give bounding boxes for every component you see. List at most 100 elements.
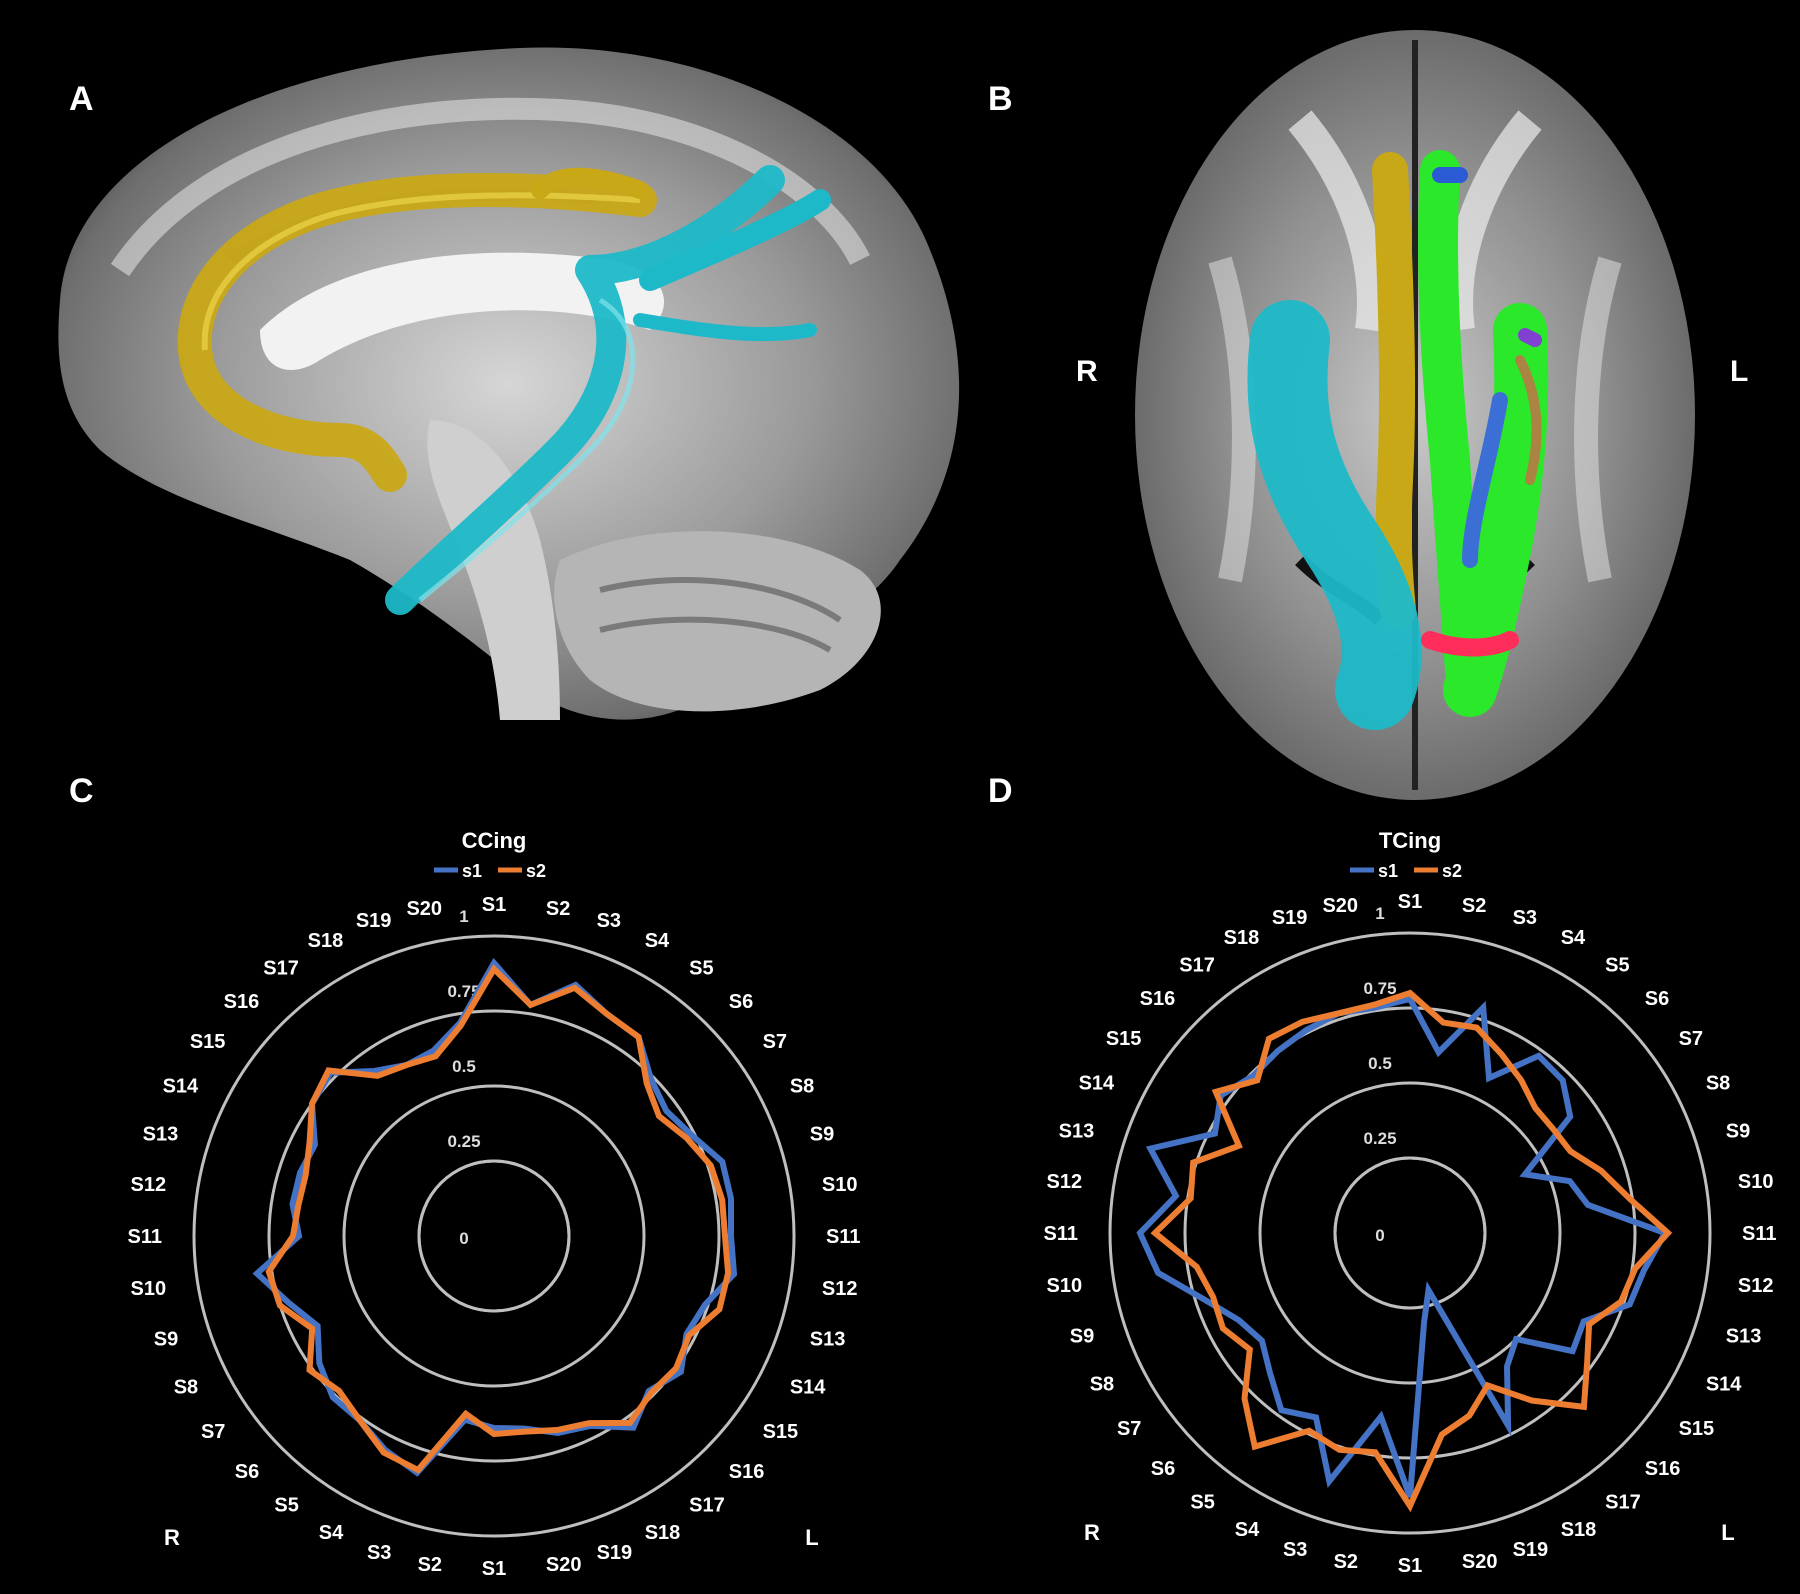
tcing-category-label: S5 bbox=[1190, 1492, 1214, 1514]
tcing-category-label: S18 bbox=[1561, 1519, 1597, 1541]
ccing-grid-ring bbox=[267, 1009, 721, 1463]
ccing-category-label: S18 bbox=[645, 1522, 681, 1544]
ccing-grid-ring bbox=[192, 934, 796, 1538]
tcing-grid-ring bbox=[1258, 1081, 1562, 1385]
tcing-category-label: S12 bbox=[1738, 1275, 1774, 1297]
ccing-legend-label-s2: s2 bbox=[526, 861, 546, 881]
ccing-category-label: S10 bbox=[130, 1278, 166, 1300]
ccing-category-label: S3 bbox=[597, 910, 621, 932]
tcing-chart-title: TCing bbox=[1379, 828, 1441, 853]
ccing-category-label: S2 bbox=[546, 898, 570, 920]
ccing-chart-title: CCing bbox=[462, 828, 527, 853]
ccing-category-label: S13 bbox=[810, 1329, 846, 1351]
tcing-category-label: S6 bbox=[1151, 1458, 1175, 1480]
panel-b-left-label: L bbox=[1730, 355, 1749, 388]
ccing-category-label: S17 bbox=[263, 957, 299, 979]
tcing-side-label-right: L bbox=[1721, 1520, 1734, 1545]
panel-b-right-label: R bbox=[1076, 355, 1098, 388]
ccing-category-label: S16 bbox=[224, 991, 260, 1013]
tcing-category-label: S9 bbox=[1726, 1120, 1750, 1142]
ccing-radial-tick-label: 0 bbox=[459, 1229, 468, 1248]
ccing-category-label: S15 bbox=[190, 1031, 226, 1053]
ccing-grid-ring-inner bbox=[417, 1159, 571, 1313]
tcing-category-label: S17 bbox=[1605, 1492, 1641, 1514]
ccing-category-label: S19 bbox=[597, 1542, 633, 1564]
tcing-category-label: S19 bbox=[1272, 907, 1308, 929]
ccing-category-label: S14 bbox=[163, 1075, 199, 1097]
tcing-legend-label-s2: s2 bbox=[1442, 861, 1462, 881]
tcing-category-label: S8 bbox=[1706, 1072, 1730, 1094]
ccing-category-label: S6 bbox=[235, 1461, 259, 1483]
tcing-radial-tick-label: 1 bbox=[1375, 904, 1384, 923]
tcing-category-label: S15 bbox=[1679, 1418, 1715, 1440]
tcing-category-label: S16 bbox=[1645, 1458, 1681, 1480]
tcing-grid-ring-inner bbox=[1333, 1156, 1487, 1310]
ccing-side-label-right: L bbox=[805, 1525, 818, 1550]
tcing-category-label: S11 bbox=[1742, 1223, 1776, 1245]
ccing-category-label: S4 bbox=[319, 1522, 344, 1544]
ccing-legend-label-s1: s1 bbox=[462, 861, 482, 881]
tcing-series-s2 bbox=[1150, 989, 1673, 1513]
ccing-category-label: S20 bbox=[546, 1554, 582, 1576]
tcing-category-label: S5 bbox=[1605, 954, 1629, 976]
ccing-category-label: S3 bbox=[367, 1542, 391, 1564]
ccing-radial-tick-label: 1 bbox=[459, 907, 468, 926]
tcing-category-label: S17 bbox=[1179, 954, 1215, 976]
tcing-radial-tick-label: 0.5 bbox=[1368, 1054, 1392, 1073]
tcing-side-label-left: R bbox=[1084, 1520, 1100, 1545]
tcing-category-label: S6 bbox=[1645, 988, 1669, 1010]
tcing-category-label: S19 bbox=[1513, 1539, 1549, 1561]
ccing-category-label: S1 bbox=[482, 1558, 506, 1580]
ccing-category-label: S7 bbox=[201, 1421, 225, 1443]
ccing-category-label: S10 bbox=[822, 1174, 858, 1196]
ccing-radial-tick-label: 0.25 bbox=[447, 1132, 480, 1151]
ccing-category-label: S2 bbox=[418, 1554, 442, 1576]
tcing-category-label: S13 bbox=[1059, 1120, 1095, 1142]
tcing-radial-tick-label: 0.75 bbox=[1363, 979, 1396, 998]
tcing-grid-ring bbox=[1183, 1006, 1637, 1460]
ccing-category-label: S11 bbox=[128, 1226, 162, 1248]
ccing-category-label: S20 bbox=[406, 898, 442, 920]
tcing-grid-ring bbox=[1108, 931, 1712, 1535]
tcing-category-label: S4 bbox=[1235, 1519, 1260, 1541]
ccing-category-label: S18 bbox=[308, 930, 344, 952]
ccing-category-label: S9 bbox=[810, 1123, 834, 1145]
ccing-category-label: S8 bbox=[790, 1075, 814, 1097]
tcing-radial-tick-label: 0.25 bbox=[1363, 1129, 1396, 1148]
ccing-grid-ring bbox=[342, 1084, 646, 1388]
tcing-category-label: S14 bbox=[1706, 1374, 1742, 1396]
ccing-category-label: S12 bbox=[130, 1174, 166, 1196]
panel-label-b: B bbox=[988, 80, 1013, 118]
tcing-category-label: S18 bbox=[1224, 927, 1260, 949]
ccing-category-label: S16 bbox=[729, 1461, 765, 1483]
tcing-category-label: S14 bbox=[1079, 1072, 1115, 1094]
panel-label-c: C bbox=[69, 772, 94, 810]
tcing-category-label: S2 bbox=[1334, 1551, 1358, 1573]
ccing-category-label: S7 bbox=[763, 1031, 787, 1053]
ccing-category-label: S13 bbox=[143, 1123, 179, 1145]
ccing-category-label: S19 bbox=[356, 910, 392, 932]
ccing-category-label: S12 bbox=[822, 1278, 858, 1300]
ccing-category-label: S6 bbox=[729, 991, 753, 1013]
tcing-category-label: S8 bbox=[1090, 1374, 1114, 1396]
tcing-category-label: S11 bbox=[1044, 1223, 1078, 1245]
tcing-category-label: S20 bbox=[1462, 1551, 1498, 1573]
ccing-side-label-left: R bbox=[164, 1525, 180, 1550]
panel-label-a: A bbox=[69, 80, 94, 118]
tcing-legend-label-s1: s1 bbox=[1378, 861, 1398, 881]
tcing-category-label: S3 bbox=[1513, 907, 1537, 929]
tcing-category-label: S10 bbox=[1046, 1275, 1082, 1297]
tcing-category-label: S20 bbox=[1322, 895, 1358, 917]
tcing-category-label: S1 bbox=[1398, 1555, 1422, 1577]
tcing-category-label: S2 bbox=[1462, 895, 1486, 917]
tcing-category-label: S4 bbox=[1561, 927, 1586, 949]
panel-label-d: D bbox=[988, 772, 1013, 810]
ccing-category-label: S5 bbox=[274, 1495, 298, 1517]
tcing-series-s1 bbox=[1136, 995, 1670, 1499]
tcing-radial-tick-label: 0 bbox=[1375, 1226, 1384, 1245]
tcing-category-label: S16 bbox=[1140, 988, 1176, 1010]
ccing-category-label: S8 bbox=[174, 1377, 198, 1399]
